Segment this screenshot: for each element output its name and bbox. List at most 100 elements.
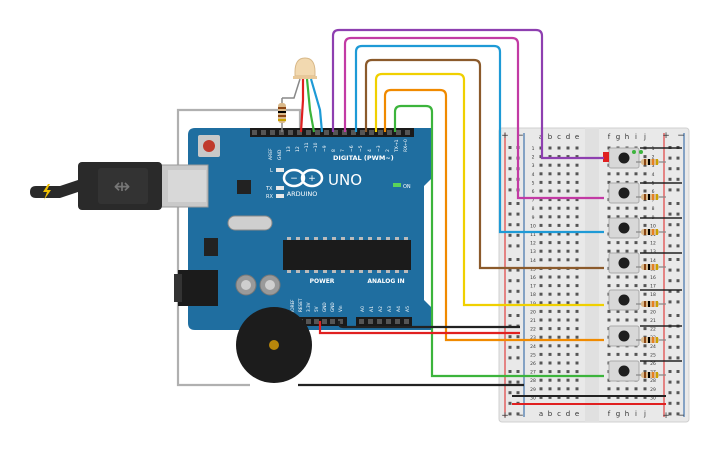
bb-hole [539,395,543,399]
bb-rail-hole [668,335,672,339]
bb-rail-hole [668,391,672,395]
resistor-band [656,372,658,378]
bb-rail-hole [676,258,680,261]
chip-pin [314,270,318,273]
bb-hole [625,172,629,176]
bb-hole [557,275,561,279]
analog-pin-label: A3 [387,306,393,312]
reset-button-cap[interactable] [203,140,215,152]
bb-column-label: f [608,410,611,418]
bb-column-label: g [616,410,620,418]
bb-row-number: 1 [532,146,535,152]
bb-row-number: 17 [650,284,656,290]
bb-row-number: 12 [530,241,536,247]
bb-hole [575,206,579,210]
bb-hole [616,387,620,391]
led-green-wire [305,78,316,133]
chip-pin [305,237,309,240]
wire-green [393,104,604,378]
bb-hole [643,189,647,193]
bb-row-number: 4 [532,172,535,178]
bb-rail-hole [676,223,680,227]
analog-pin-hole [359,319,364,324]
bb-hole [557,387,561,391]
bb-hole [566,387,570,391]
bb-hole [607,352,611,356]
bb-hole [539,318,543,322]
analog-pin-hole [404,319,409,324]
bb-hole [548,189,552,193]
digital-pin-hole [270,130,275,135]
bb-hole [625,352,629,356]
bb-rail-hole [508,370,512,373]
bb-minus-bottom-left: − [516,411,524,421]
pushbutton-unit [608,147,682,169]
bb-hole [566,327,570,331]
l-led-label: L [270,168,273,174]
analog-pin-label: A0 [360,306,366,312]
chip-pin [341,270,345,273]
bb-rail-hole [676,356,680,360]
bb-hole [625,284,629,288]
bb-hole [575,309,579,313]
svg-text:−: − [290,174,298,184]
analog-pin-hole [386,319,391,324]
bb-hole [539,249,543,253]
bb-rail-hole [516,289,520,293]
arduino-uno-board: ⇹ − + ARDUINO UNO L TX RX ON [30,128,432,330]
bb-hole [566,309,570,313]
usb-chip [237,180,251,194]
bb-hole [566,361,570,365]
analog-pin-hole [377,319,382,324]
bb-column-label: i [635,133,637,141]
bb-rail-hole [508,156,512,160]
bb-hole [566,146,570,150]
bb-hole [557,223,561,227]
bb-hole [643,155,647,159]
bb-row-number: 7 [652,198,655,204]
bb-hole [643,172,647,176]
tx-led [276,186,284,190]
digital-pin-label: RX←0 [403,139,409,152]
bb-row-number: 10 [530,223,536,229]
bb-row-number: 19 [530,301,536,307]
bb-hole [607,180,611,184]
bb-hole [557,241,561,245]
bb-rail-hole [676,345,680,349]
bb-hole [616,309,620,313]
bb-rail-hole [508,223,512,227]
resistor-band [648,229,650,235]
bb-rail-hole [516,300,520,304]
bb-rail-hole [516,335,520,339]
board-pcb [188,128,432,330]
bb-hole [643,318,647,322]
analog-pin-hole [395,319,400,324]
bb-minus-top-right: − [677,131,685,141]
bb-hole [566,344,570,348]
bb-rail-hole [676,188,680,192]
digital-pin-label: ~6 [349,145,355,152]
gray-wire [176,108,302,387]
bb-hole [634,275,638,279]
pushbutton-cap [618,187,630,199]
bb-rail-hole [668,412,672,416]
analog-pin-label: A2 [378,306,384,312]
bb-rail-hole [668,258,672,261]
bb-hole [616,284,620,288]
bb-plus-bottom-left: + [501,411,509,421]
bb-hole [634,318,638,322]
bb-column-label: f [608,133,611,141]
chip-pin [323,237,327,240]
bb-row-number: 3 [652,163,655,169]
rgb-led [293,57,317,79]
bb-hole [607,215,611,219]
bb-rail-hole [508,188,512,192]
bb-rail-hole [516,279,520,283]
bb-hole [625,387,629,391]
bb-minus-top-left: − [516,131,524,141]
bb-hole [643,370,647,374]
bb-rail-hole [508,268,512,272]
bb-hole [634,249,638,253]
bb-hole [548,344,552,348]
bb-hole [539,215,543,219]
